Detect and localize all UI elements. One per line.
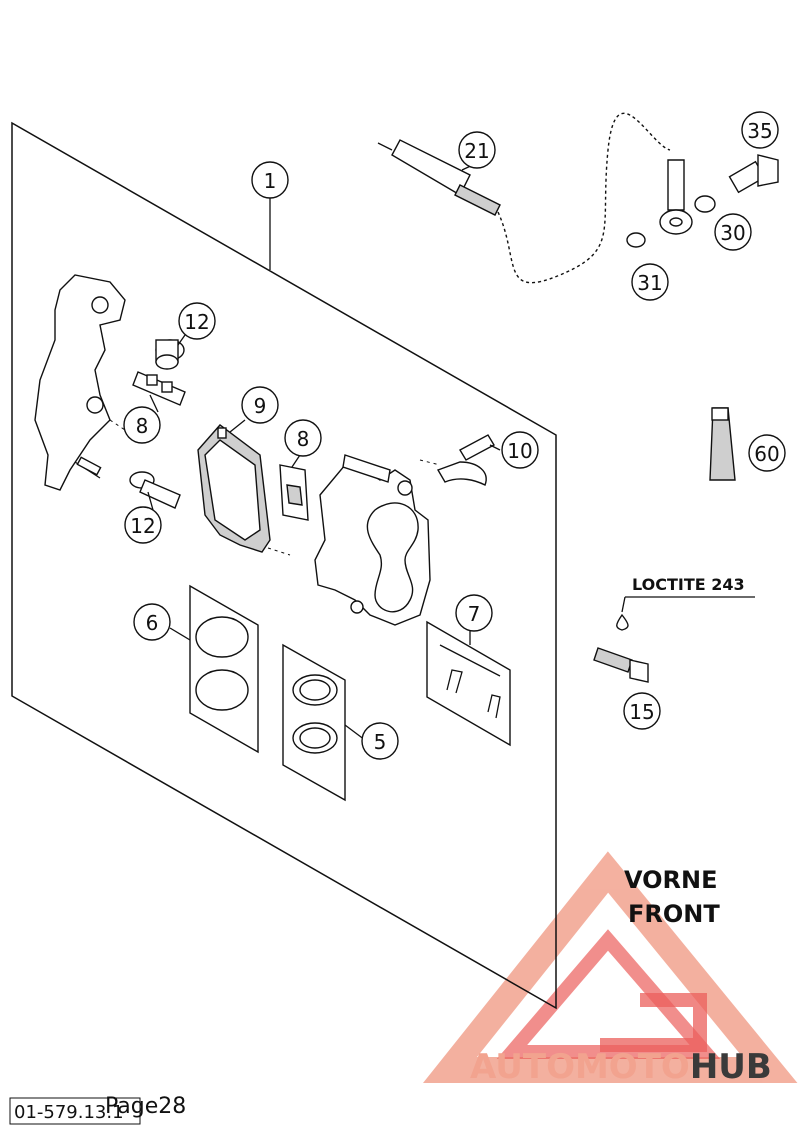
svg-text:30: 30 xyxy=(720,221,745,245)
svg-text:6: 6 xyxy=(146,611,159,635)
callout-12-lower: 12 xyxy=(124,506,162,544)
automotohub-triangle-logo xyxy=(422,851,798,1083)
watermark-part2: HUB xyxy=(690,1047,772,1087)
vorne-label: VORNE xyxy=(624,866,718,894)
svg-text:12: 12 xyxy=(184,310,209,334)
callout-8-upper: 8 xyxy=(123,406,161,444)
svg-text:10: 10 xyxy=(507,439,532,463)
watermark-part1: AUTOMOTO xyxy=(470,1047,690,1087)
footer-code-box xyxy=(9,1097,141,1125)
caliper-body xyxy=(314,454,431,626)
paste-tube xyxy=(709,407,736,481)
bolt-part xyxy=(593,596,755,683)
svg-text:21: 21 xyxy=(464,139,489,163)
kit-pistons xyxy=(189,584,259,754)
caliper-bracket xyxy=(34,274,126,491)
kit-sheet-outline xyxy=(11,121,557,1010)
slide-pin-bolt xyxy=(129,471,181,509)
sleeve-part xyxy=(155,339,185,370)
callout-15: 15 xyxy=(623,692,661,730)
banjo-fitting xyxy=(626,154,779,248)
svg-text:5: 5 xyxy=(374,730,387,754)
front-label: FRONT xyxy=(628,900,720,928)
svg-text:35: 35 xyxy=(747,119,772,143)
svg-text:31: 31 xyxy=(637,271,662,295)
svg-text:1: 1 xyxy=(264,169,277,193)
callout-8-lower: 8 xyxy=(284,419,322,457)
watermark-wordmark: AUTOMOTOHUB xyxy=(470,1047,772,1087)
loctite-label: LOCTITE 243 xyxy=(632,575,745,594)
kit-pins xyxy=(426,620,511,747)
kit-seals xyxy=(282,643,346,802)
pad-spring-clip xyxy=(132,371,186,406)
svg-text:8: 8 xyxy=(136,414,149,438)
callout-10: 10 xyxy=(501,431,539,469)
svg-text:8: 8 xyxy=(297,427,310,451)
pad-shim xyxy=(279,464,309,521)
callout-1: 1 xyxy=(251,161,289,199)
svg-text:7: 7 xyxy=(468,602,481,626)
svg-text:60: 60 xyxy=(754,442,779,466)
bleeder-valve xyxy=(436,434,495,486)
callout-9: 9 xyxy=(241,386,279,424)
callout-6: 6 xyxy=(133,603,171,641)
svg-text:15: 15 xyxy=(629,700,654,724)
callout-31: 31 xyxy=(631,263,669,301)
callout-30: 30 xyxy=(714,213,752,251)
callout-leaders xyxy=(147,162,501,741)
callout-5: 5 xyxy=(361,722,399,760)
callout-12-upper: 12 xyxy=(178,302,216,340)
brake-hose xyxy=(377,112,671,284)
callout-35: 35 xyxy=(741,111,779,149)
brake-pads xyxy=(197,424,271,553)
footer-page: Page28 xyxy=(105,1094,186,1119)
footer-code: 01-579.13.1 xyxy=(14,1102,124,1123)
callout-7: 7 xyxy=(455,594,493,632)
callout-21: 21 xyxy=(458,131,496,169)
svg-text:12: 12 xyxy=(130,514,155,538)
svg-text:9: 9 xyxy=(254,394,267,418)
callout-60: 60 xyxy=(748,434,786,472)
